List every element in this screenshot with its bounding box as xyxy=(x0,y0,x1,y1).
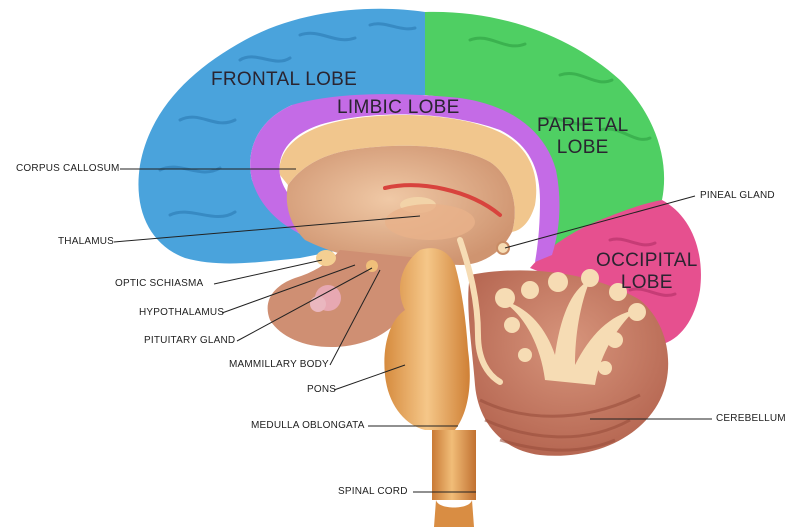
inner-brain-tissue xyxy=(286,145,515,265)
leader-lines xyxy=(113,168,712,493)
limbic-lobe-shape xyxy=(250,94,560,262)
lower-forebrain-shape xyxy=(267,250,440,348)
mammillary-body-label: MAMMILLARY BODY xyxy=(229,359,329,370)
occipital-lobe-label: OCCIPITAL LOBE xyxy=(596,250,698,293)
spinal-cord-label: SPINAL CORD xyxy=(338,486,408,497)
medulla-oblongata-label: MEDULLA OBLONGATA xyxy=(251,420,365,431)
cerebellum-label: CEREBELLUM xyxy=(716,413,786,424)
brainstem-shape xyxy=(384,237,510,527)
corpus-callosum-label: CORPUS CALLOSUM xyxy=(16,163,120,174)
parietal-lobe-label: PARIETAL LOBE xyxy=(537,115,629,158)
leader-mammillary-body xyxy=(329,269,381,366)
occipital-lobe-shape xyxy=(530,200,701,345)
leader-pituitary-gland xyxy=(236,267,373,342)
limbic-lobe-label: LIMBIC LOBE xyxy=(337,97,460,118)
leader-pons xyxy=(333,364,406,391)
parietal-lobe-shape xyxy=(425,11,665,262)
hypothalamus-label: HYPOTHALAMUS xyxy=(139,307,225,318)
thalamus-label: THALAMUS xyxy=(58,236,115,247)
frontal-lobe-shape xyxy=(138,8,425,264)
frontal-lobe-label: FRONTAL LOBE xyxy=(211,69,358,90)
leader-pineal-gland xyxy=(504,195,696,249)
arbor-vitae xyxy=(495,269,646,385)
leader-thalamus xyxy=(113,215,421,243)
cerebellum-shape xyxy=(468,269,669,456)
pineal-gland-label: PINEAL GLAND xyxy=(700,190,775,201)
optic-chiasma-label: OPTIC SCHIASMA xyxy=(115,278,204,289)
leader-hypothalamus xyxy=(221,264,356,314)
leader-optic-chiasma xyxy=(213,259,323,285)
corpus-callosum-shape xyxy=(279,115,537,232)
pituitary-gland-label: PITUITARY GLAND xyxy=(144,335,236,346)
pons-label: PONS xyxy=(307,384,337,395)
